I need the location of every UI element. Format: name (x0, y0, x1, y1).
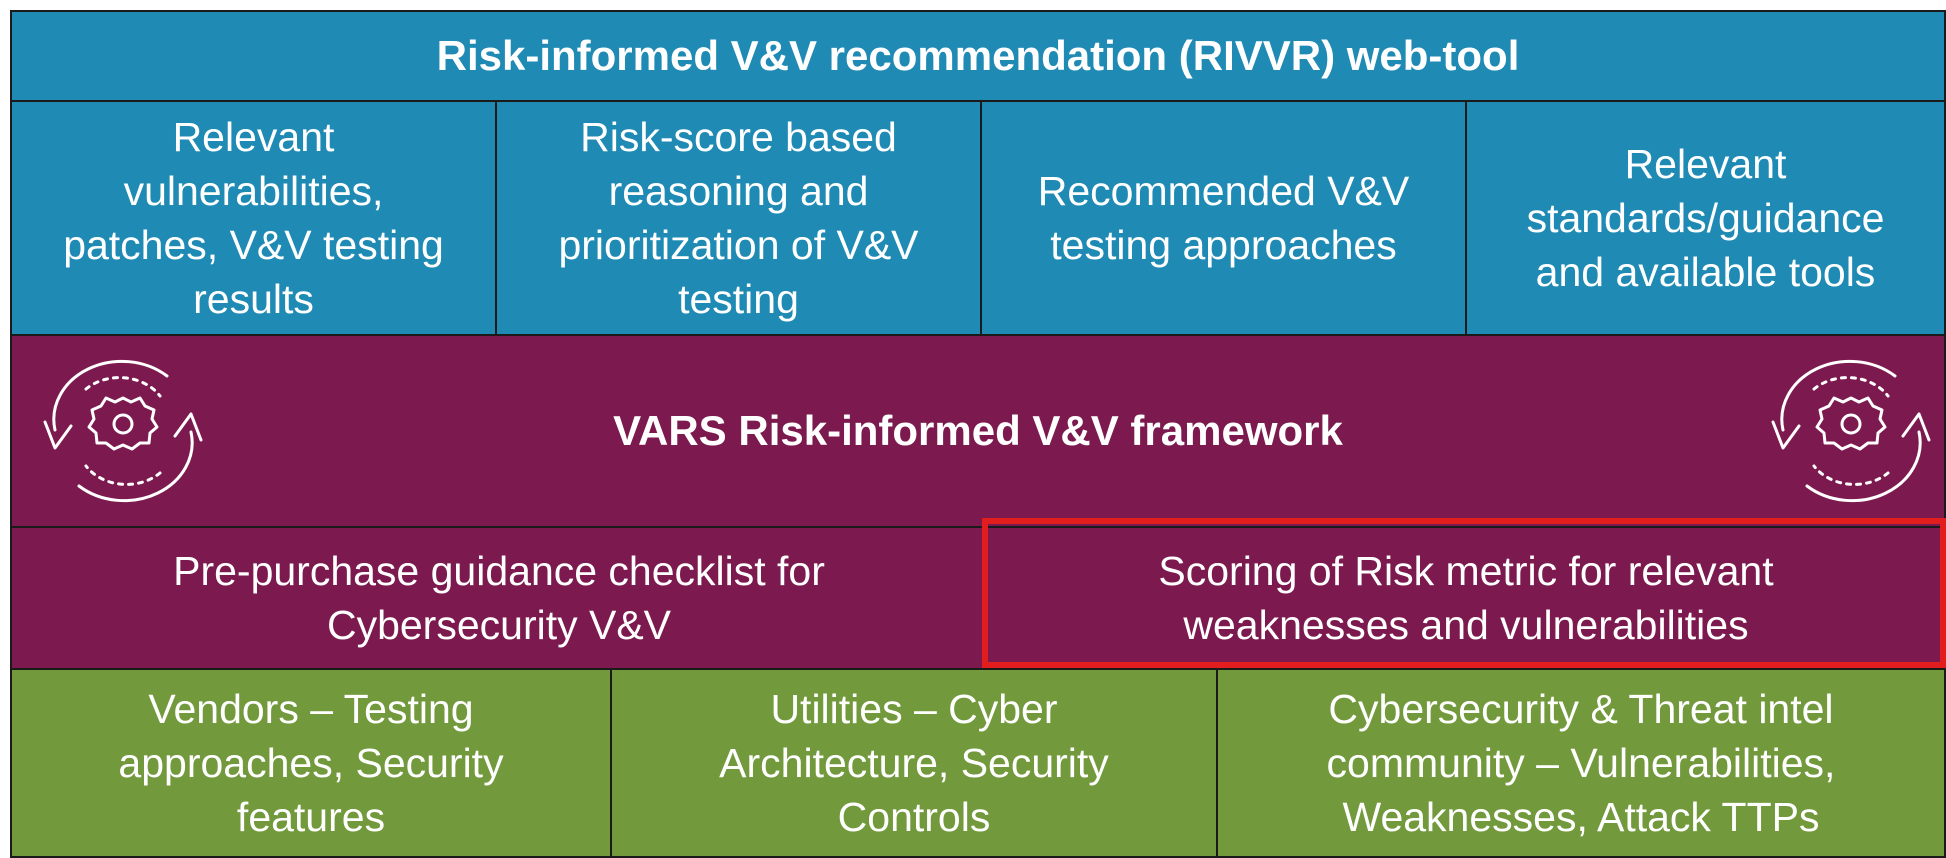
text-line: results (193, 276, 314, 322)
text-line: prioritization of V&V (558, 222, 919, 268)
text-line: Risk-score based (580, 114, 897, 160)
text-line: Recommended V&V (1037, 168, 1410, 214)
input-vendors-box: Vendors – Testing approaches, Security f… (10, 668, 612, 858)
output-testing-approaches-text: Recommended V&V testing approaches (1038, 164, 1409, 272)
output-vulnerabilities-box: Relevant vulnerabilities, patches, V&V t… (10, 100, 497, 336)
framework-title-box: VARS Risk-informed V&V framework (10, 334, 1946, 528)
risk-metric-scoring-box: Scoring of Risk metric for relevant weak… (986, 526, 1946, 670)
text-line: Relevant (1624, 141, 1787, 187)
input-utilities-box: Utilities – Cyber Architecture, Security… (610, 668, 1218, 858)
text-line: features (236, 794, 386, 840)
text-line: Scoring of Risk metric for relevant (1158, 548, 1774, 594)
output-standards-text: Relevant standards/guidance and availabl… (1527, 137, 1885, 299)
input-vendors-text: Vendors – Testing approaches, Security f… (118, 682, 503, 844)
rivvr-framework-diagram: Risk-informed V&V recommendation (RIVVR)… (10, 10, 1946, 858)
text-line: Relevant (172, 114, 335, 160)
text-line: reasoning and (608, 168, 869, 214)
text-line: approaches, Security (118, 740, 504, 786)
text-line: Cybersecurity V&V (326, 602, 672, 648)
output-risk-score-text: Risk-score based reasoning and prioritiz… (558, 110, 918, 326)
pre-purchase-checklist-text: Pre-purchase guidance checklist for Cybe… (173, 544, 825, 652)
output-standards-box: Relevant standards/guidance and availabl… (1465, 100, 1946, 336)
rivvr-title: Risk-informed V&V recommendation (RIVVR)… (10, 10, 1946, 102)
text-line: testing approaches (1050, 222, 1397, 268)
cycle-gear-icon (43, 359, 203, 503)
output-testing-approaches-box: Recommended V&V testing approaches (980, 100, 1467, 336)
pre-purchase-checklist-box: Pre-purchase guidance checklist for Cybe… (10, 526, 988, 670)
input-threat-intel-text: Cybersecurity & Threat intel community –… (1327, 682, 1836, 844)
text-line: standards/guidance (1526, 195, 1885, 241)
cycle-gear-icon (1771, 359, 1931, 503)
text-line: weaknesses and vulnerabilities (1183, 602, 1749, 648)
text-line: Vendors – Testing (148, 686, 474, 732)
text-line: Cybersecurity & Threat intel (1328, 686, 1834, 732)
text-line: community – Vulnerabilities, (1326, 740, 1836, 786)
text-line: Architecture, Security (719, 740, 1109, 786)
text-line: Pre-purchase guidance checklist for (173, 548, 825, 594)
input-utilities-text: Utilities – Cyber Architecture, Security… (719, 682, 1109, 844)
text-line: and available tools (1535, 249, 1876, 295)
framework-title-text: VARS Risk-informed V&V framework (613, 407, 1343, 454)
text-line: Utilities – Cyber (770, 686, 1058, 732)
text-line: Controls (837, 794, 991, 840)
text-line: Weaknesses, Attack TTPs (1342, 794, 1820, 840)
output-risk-score-box: Risk-score based reasoning and prioritiz… (495, 100, 982, 336)
output-vulnerabilities-text: Relevant vulnerabilities, patches, V&V t… (63, 110, 444, 326)
risk-metric-scoring-text: Scoring of Risk metric for relevant weak… (1158, 544, 1773, 652)
rivvr-title-text: Risk-informed V&V recommendation (RIVVR)… (436, 32, 1520, 79)
text-line: patches, V&V testing (63, 222, 444, 268)
input-threat-intel-box: Cybersecurity & Threat intel community –… (1216, 668, 1946, 858)
text-line: vulnerabilities, (123, 168, 384, 214)
text-line: testing (678, 276, 799, 322)
